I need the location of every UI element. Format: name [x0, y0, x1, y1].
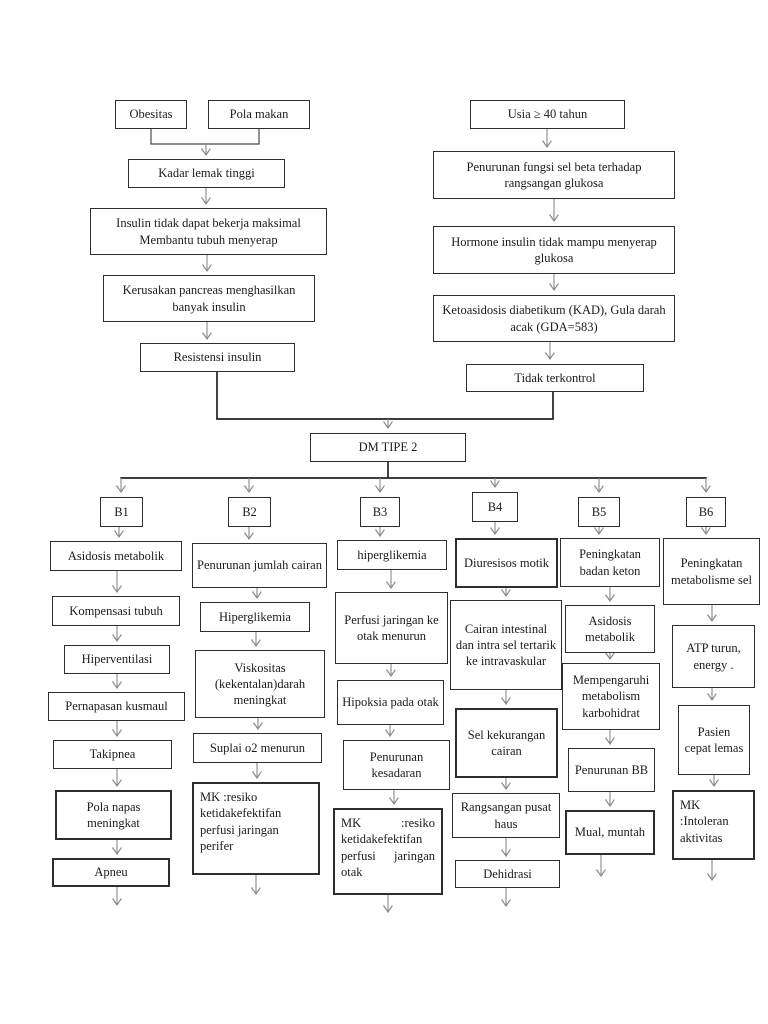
node-peningkatan-badan-keton: Peningkatan badan keton	[560, 538, 660, 587]
node-b2: B2	[228, 497, 271, 527]
node-apneu: Apneu	[52, 858, 170, 887]
node-hipoksia-pada-otak: Hipoksia pada otak	[337, 680, 444, 725]
node-penurunan-jumlah-cairan: Penurunan jumlah cairan	[192, 543, 327, 588]
node-mk-perfusi-perifer: MK :resiko ketidakefektifan perfusi jari…	[192, 782, 320, 875]
node-insulin-tidak-maksimal: Insulin tidak dapat bekerja maksimal Mem…	[90, 208, 327, 255]
node-resistensi-insulin: Resistensi insulin	[140, 343, 295, 372]
node-pola-napas-meningkat: Pola napas meningkat	[55, 790, 172, 840]
node-hiperglikemia-b3: hiperglikemia	[337, 540, 447, 570]
node-asidosis-metabolik-b1: Asidosis metabolik	[50, 541, 182, 571]
node-dm-tipe-2: DM TIPE 2	[310, 433, 466, 462]
node-penurunan-kesadaran: Penurunan kesadaran	[343, 740, 450, 790]
node-mk-intoleran-aktivitas: MK :Intoleran aktivitas	[672, 790, 755, 860]
node-mempengaruhi-metabolism: Mempengaruhi metabolism karbohidrat	[562, 663, 660, 730]
node-sel-kekurangan-cairan: Sel kekurangan cairan	[455, 708, 558, 778]
node-b4: B4	[472, 492, 518, 522]
node-ketoasidosis-kad: Ketoasidosis diabetikum (KAD), Gula dara…	[433, 295, 675, 342]
node-kompensasi-tubuh: Kompensasi tubuh	[52, 596, 180, 626]
node-usia-40-tahun: Usia ≥ 40 tahun	[470, 100, 625, 129]
node-cairan-intestinal: Cairan intestinal dan intra sel tertarik…	[450, 600, 562, 690]
node-rangsangan-pusat-haus: Rangsangan pusat haus	[452, 793, 560, 838]
node-hormone-insulin: Hormone insulin tidak mampu menyerap glu…	[433, 226, 675, 274]
node-mual-muntah: Mual, muntah	[565, 810, 655, 855]
node-obesitas: Obesitas	[115, 100, 187, 129]
node-pernapasan-kusmaul: Pernapasan kusmaul	[48, 692, 185, 721]
node-penurunan-fungsi-sel-beta: Penurunan fungsi sel beta terhadap rangs…	[433, 151, 675, 199]
node-suplai-o2-menurun: Suplai o2 menurun	[193, 733, 322, 763]
node-kadar-lemak-tinggi: Kadar lemak tinggi	[128, 159, 285, 188]
node-b5: B5	[578, 497, 620, 527]
node-mk-perfusi-otak: MK :resiko ketidakefektifan perfusi jari…	[333, 808, 443, 895]
node-dehidrasi: Dehidrasi	[455, 860, 560, 888]
node-b6: B6	[686, 497, 726, 527]
node-hiperventilasi: Hiperventilasi	[64, 645, 170, 674]
node-pola-makan: Pola makan	[208, 100, 310, 129]
node-diuresis-osmotik: Diuresisos motik	[455, 538, 558, 588]
node-atp-turun-energy: ATP turun, energy .	[672, 625, 755, 688]
node-pasien-cepat-lemas: Pasien cepat lemas	[678, 705, 750, 775]
node-hiperglikemia-b2: Hiperglikemia	[200, 602, 310, 632]
node-b1: B1	[100, 497, 143, 527]
node-viskositas-darah: Viskositas (kekentalan)darah meningkat	[195, 650, 325, 718]
node-peningkatan-metabolisme-sel: Peningkatan metabolisme sel	[663, 538, 760, 605]
node-asidosis-metabolik-b5: Asidosis metabolik	[565, 605, 655, 653]
node-perfusi-jaringan-otak: Perfusi jaringan ke otak menurun	[335, 592, 448, 664]
node-b3: B3	[360, 497, 400, 527]
node-tidak-terkontrol: Tidak terkontrol	[466, 364, 644, 392]
node-penurunan-bb: Penurunan BB	[568, 748, 655, 792]
node-kerusakan-pancreas: Kerusakan pancreas menghasilkan banyak i…	[103, 275, 315, 322]
node-takipnea: Takipnea	[53, 740, 172, 769]
